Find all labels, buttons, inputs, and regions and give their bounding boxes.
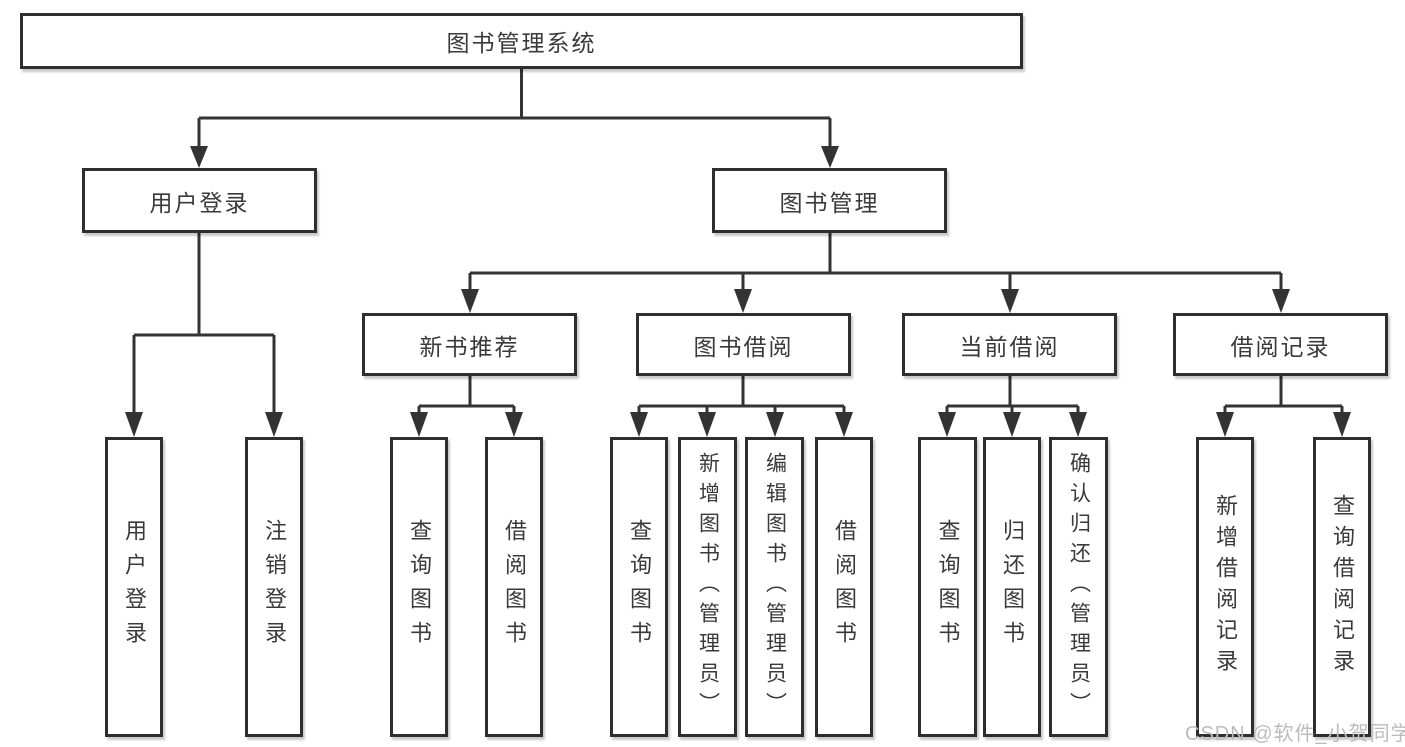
- leaf-query-book-1-label: 查询图书: [407, 519, 432, 655]
- node-borrow-record: 借阅记录: [1173, 313, 1388, 376]
- leaf-query-borrow-record-label: 查询借阅记录: [1330, 494, 1355, 680]
- arrowhead: [766, 412, 784, 437]
- leaf-user-login: 用户登录: [105, 437, 163, 737]
- leaf-edit-book-admin-label: 编辑图书（管理员）: [763, 452, 787, 722]
- node-new-book-recommend-label: 新书推荐: [419, 333, 520, 360]
- leaf-add-borrow-record-label: 新增借阅记录: [1213, 494, 1238, 680]
- leaf-return-book: 归还图书: [983, 437, 1041, 737]
- leaf-logout: 注销登录: [245, 437, 303, 737]
- arrowhead: [835, 412, 853, 437]
- arrowhead: [1216, 412, 1234, 437]
- leaf-add-book-admin: 新增图书（管理员）: [678, 437, 737, 737]
- node-current-borrow: 当前借阅: [902, 313, 1117, 376]
- arrowhead: [734, 289, 752, 313]
- arrowhead: [1272, 289, 1290, 313]
- node-book-borrow-label: 图书借阅: [693, 333, 794, 360]
- leaf-logout-label: 注销登录: [262, 519, 287, 655]
- arrowhead: [1069, 412, 1087, 437]
- leaf-edit-book-admin: 编辑图书（管理员）: [745, 437, 804, 737]
- arrowhead: [698, 412, 716, 437]
- arrowhead: [265, 412, 283, 437]
- leaf-query-book-3: 查询图书: [918, 437, 977, 737]
- leaf-add-book-admin-label: 新增图书（管理员）: [696, 452, 720, 722]
- node-user-login-label: 用户登录: [149, 189, 250, 216]
- leaf-query-book-2-label: 查询图书: [627, 519, 652, 655]
- node-book-management-label: 图书管理: [779, 189, 880, 216]
- leaf-return-book-label: 归还图书: [1000, 519, 1025, 655]
- arrowhead: [461, 289, 479, 313]
- leaf-query-book-1: 查询图书: [390, 437, 448, 737]
- arrowhead: [1003, 412, 1021, 437]
- node-root-label: 图书管理系统: [446, 30, 597, 56]
- leaf-query-borrow-record: 查询借阅记录: [1313, 437, 1371, 737]
- leaf-user-login-label: 用户登录: [122, 519, 147, 655]
- arrowhead: [125, 412, 143, 437]
- node-book-borrow: 图书借阅: [636, 313, 851, 376]
- arrowhead: [1001, 289, 1019, 313]
- leaf-query-book-3-label: 查询图书: [935, 519, 961, 655]
- leaf-confirm-return-admin-label: 确认归还（管理员）: [1067, 452, 1091, 722]
- csdn-watermark: CSDN @软件_小贺同学: [1185, 723, 1405, 745]
- leaf-borrow-book-2: 借阅图书: [815, 437, 873, 737]
- node-new-book-recommend: 新书推荐: [362, 313, 577, 376]
- node-borrow-record-label: 借阅记录: [1230, 333, 1331, 360]
- leaf-query-book-2: 查询图书: [610, 437, 668, 737]
- arrowhead: [190, 146, 208, 168]
- leaf-borrow-book-2-label: 借阅图书: [832, 519, 857, 655]
- leaf-add-borrow-record: 新增借阅记录: [1196, 437, 1254, 737]
- arrowhead: [505, 412, 523, 437]
- node-book-management: 图书管理: [712, 168, 947, 233]
- node-root: 图书管理系统: [20, 13, 1023, 69]
- node-current-borrow-label: 当前借阅: [959, 333, 1060, 360]
- leaf-confirm-return-admin: 确认归还（管理员）: [1049, 437, 1108, 737]
- arrowhead: [630, 412, 648, 437]
- leaf-borrow-book-1-label: 借阅图书: [502, 519, 527, 655]
- arrowhead: [1333, 412, 1351, 437]
- node-user-login: 用户登录: [82, 168, 317, 233]
- arrowhead: [938, 412, 956, 437]
- arrowhead: [410, 412, 428, 437]
- leaf-borrow-book-1: 借阅图书: [485, 437, 543, 737]
- arrowhead: [821, 146, 839, 168]
